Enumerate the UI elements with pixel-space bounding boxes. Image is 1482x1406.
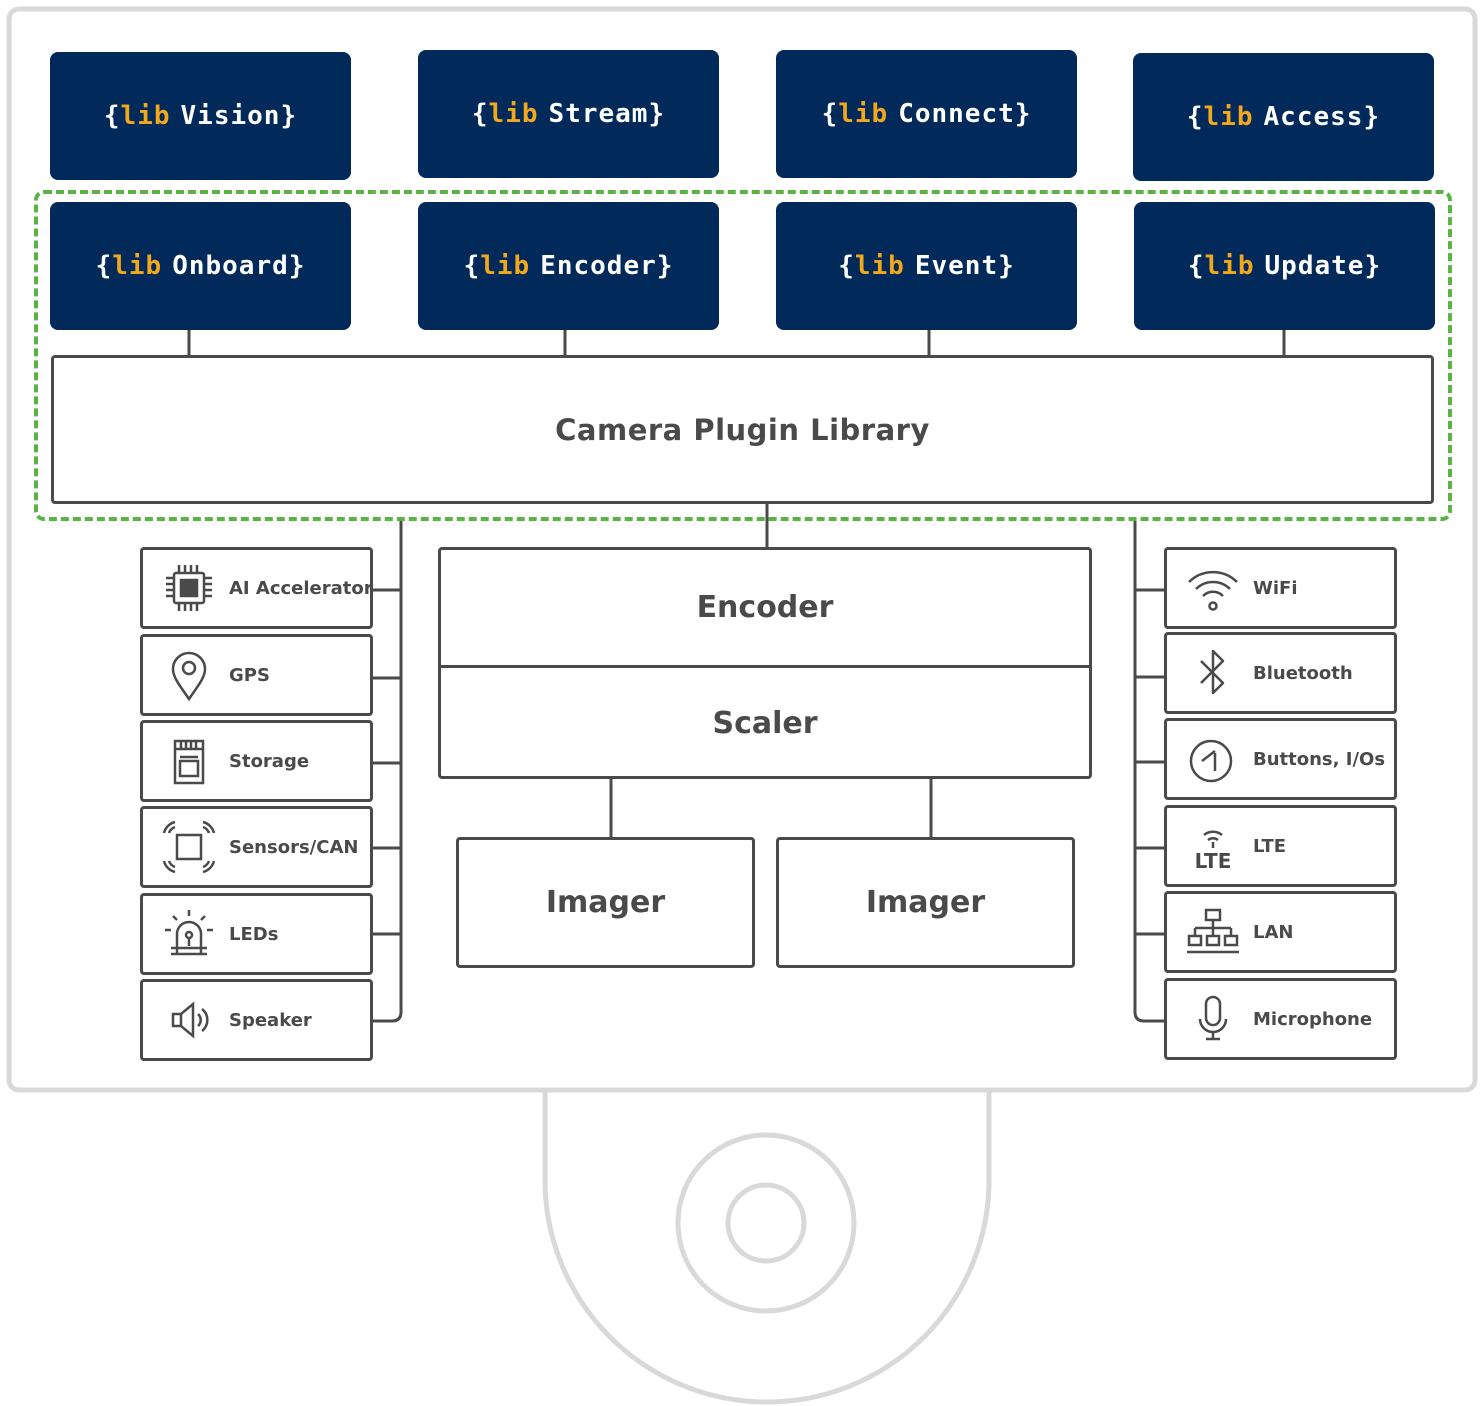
lib-connect-block: {lib Connect}: [776, 50, 1077, 178]
peripheral-lan: LAN: [1164, 891, 1397, 973]
lib-name: Connect: [898, 99, 1015, 129]
peripheral-storage: Storage: [140, 720, 373, 802]
camera-lens-outer: [675, 1132, 857, 1314]
peripheral-label: Bluetooth: [1253, 662, 1353, 684]
peripheral-label: Storage: [229, 750, 310, 772]
lib-name: Onboard: [172, 251, 289, 281]
lib-prefix: lib: [854, 251, 905, 281]
brace-open: {: [95, 251, 113, 281]
peripheral-label: WiFi: [1253, 577, 1298, 599]
peripheral-speaker: Speaker: [140, 979, 373, 1061]
sd-card-icon: [173, 739, 205, 785]
core-libraries-group: [34, 190, 1452, 521]
peripheral-lte: LTE LTE: [1164, 805, 1397, 887]
bluetooth-icon: [1200, 649, 1225, 695]
peripheral-label: Microphone: [1253, 1008, 1373, 1030]
lib-onboard-block: {lib Onboard}: [50, 202, 351, 330]
lib-update-block: {lib Update}: [1134, 202, 1435, 330]
peripheral-leds: LEDs: [140, 893, 373, 975]
brace-close: }: [998, 251, 1015, 281]
peripheral-gps: GPS: [140, 634, 373, 716]
lte-icon: LTE: [1195, 830, 1232, 873]
brace-open: {: [838, 251, 855, 281]
peripheral-label: Sensors/CAN: [229, 836, 359, 858]
encoder-label: Encoder: [696, 590, 834, 625]
camera-mount: [542, 1090, 992, 1405]
lib-name: Encoder: [540, 251, 657, 281]
peripheral-label: LAN: [1253, 921, 1294, 943]
location-pin-icon: [171, 651, 207, 702]
chip-icon: [166, 565, 212, 611]
lib-name: Vision: [180, 101, 281, 131]
brace-close: }: [1364, 251, 1382, 281]
lib-prefix: lib: [120, 101, 171, 131]
button-icon: [1189, 739, 1233, 783]
encoder-section: Encoder: [441, 550, 1089, 668]
camera-plugin-library-block: Camera Plugin Library: [51, 355, 1434, 504]
microphone-icon: [1198, 995, 1228, 1041]
brace-close: }: [656, 251, 674, 281]
brace-close: }: [280, 101, 298, 131]
lib-name: Update: [1264, 251, 1365, 281]
camera-lens-inner: [725, 1182, 807, 1264]
brace-open: {: [463, 251, 481, 281]
lib-prefix: lib: [838, 99, 889, 129]
scaler-label: Scaler: [712, 706, 818, 741]
peripheral-label: Speaker: [229, 1009, 312, 1031]
lib-prefix: lib: [112, 251, 163, 281]
camera-plugin-library-label: Camera Plugin Library: [555, 412, 930, 447]
brace-open: {: [471, 99, 489, 129]
brace-close: }: [1014, 99, 1032, 129]
sensor-icon: [162, 820, 216, 874]
imager-block-1: Imager: [456, 837, 755, 968]
brace-open: {: [1187, 251, 1205, 281]
imager-label: Imager: [865, 885, 986, 920]
peripheral-label: LEDs: [229, 923, 279, 945]
network-icon: [1187, 908, 1239, 954]
lib-vision-block: {lib Vision}: [50, 52, 351, 180]
brace-close: }: [288, 251, 306, 281]
right-bus: [1133, 520, 1167, 1023]
peripheral-bluetooth: Bluetooth: [1164, 632, 1397, 714]
lib-prefix: lib: [488, 99, 539, 129]
brace-close: }: [648, 99, 666, 129]
lib-prefix: lib: [1203, 102, 1254, 132]
peripheral-buttons-ios: Buttons, I/Os: [1164, 718, 1397, 800]
imager-label: Imager: [545, 885, 666, 920]
peripheral-label: AI Accelerator: [229, 577, 373, 599]
wifi-icon: [1188, 570, 1238, 611]
lib-name: Access: [1263, 102, 1364, 132]
peripheral-label: GPS: [229, 664, 270, 686]
left-bus: [371, 520, 403, 1023]
lib-access-block: {lib Access}: [1133, 53, 1434, 181]
peripheral-microphone: Microphone: [1164, 978, 1397, 1060]
peripheral-ai-accelerator: AI Accelerator: [140, 547, 373, 629]
lib-name: Stream: [548, 99, 649, 129]
brace-close: }: [1363, 102, 1381, 132]
speaker-icon: [171, 1001, 209, 1039]
scaler-section: Scaler: [441, 668, 1089, 779]
peripheral-label: Buttons, I/Os: [1253, 748, 1386, 770]
lib-event-block: {lib Event}: [776, 202, 1077, 330]
lib-stream-block: {lib Stream}: [418, 50, 719, 178]
lib-name: Event: [914, 251, 999, 281]
peripheral-sensors-can: Sensors/CAN: [140, 806, 373, 888]
alarm-light-icon: [165, 910, 213, 956]
encoder-scaler-block: Encoder Scaler: [438, 547, 1092, 779]
lte-icon-text: LTE: [1195, 849, 1232, 873]
lib-prefix: lib: [480, 251, 531, 281]
lib-encoder-block: {lib Encoder}: [418, 202, 719, 330]
imager-block-2: Imager: [776, 837, 1075, 968]
brace-open: {: [103, 101, 121, 131]
peripheral-label: LTE: [1253, 835, 1287, 857]
brace-open: {: [1186, 102, 1204, 132]
brace-open: {: [821, 99, 839, 129]
peripheral-wifi: WiFi: [1164, 547, 1397, 629]
lib-prefix: lib: [1204, 251, 1255, 281]
